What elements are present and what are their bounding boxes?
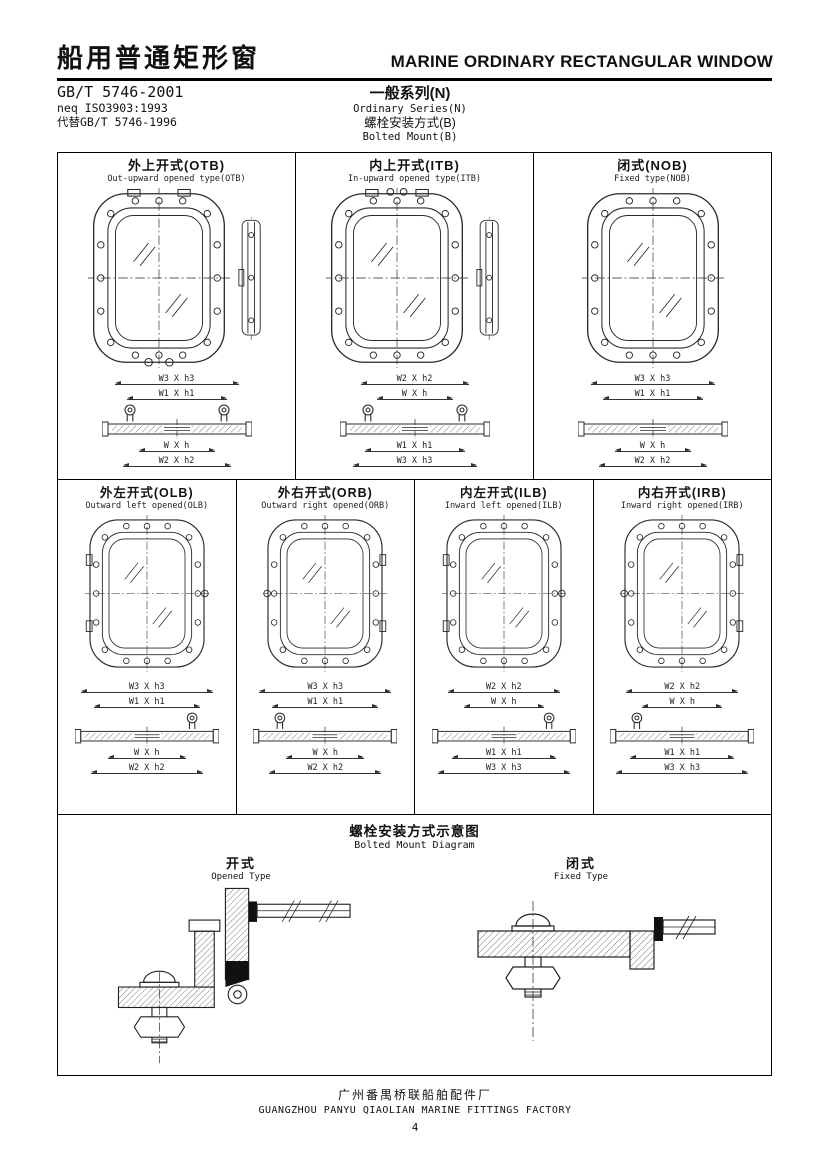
- cell-itb: 内上开式(ITB) In-upward opened type(ITB) W2 …: [296, 153, 534, 479]
- opened-type-caption-zh: 开式: [225, 856, 256, 871]
- mount-type-zh: 螺栓安装方式(B): [364, 116, 456, 130]
- nob-dim-w1h1: W1 X h1: [602, 388, 703, 402]
- factory-name-en: GUANGZHOU PANYU QIAOLIAN MARINE FITTINGS…: [258, 1105, 572, 1116]
- page-title-en: MARINE ORDINARY RECTANGULAR WINDOW: [390, 52, 773, 71]
- drawing-row-1: 外上开式(OTB) Out-upward opened type(OTB) W3…: [58, 153, 771, 480]
- opened-type-figure: [117, 887, 351, 1064]
- fixed-type-figure: [477, 901, 716, 1041]
- footer: 广州番禺桥联船舶配件厂 GUANGZHOU PANYU QIAOLIAN MAR…: [0, 1086, 830, 1134]
- cell-orb: 外右开式(ORB) Outward right opened(ORB) W3 X…: [237, 480, 415, 814]
- fixed-type-caption-zh: 闭式: [565, 856, 596, 871]
- nob-section-view: [577, 418, 728, 439]
- itb-dim-w3h3: W3 X h3: [352, 455, 477, 469]
- olb-dim-wh: W X h: [107, 747, 186, 761]
- irb-section-view: [610, 712, 755, 746]
- cell-olb: 外左开式(OLB) Outward left opened(OLB) W3 X …: [58, 480, 237, 814]
- fixed-type-caption-en: Fixed Type: [553, 872, 609, 882]
- bolted-mount-section: 螺栓安装方式示意图 Bolted Mount Diagram 开式 Opened…: [58, 815, 771, 1075]
- itb-front-view: [325, 188, 468, 368]
- cell-nob: 闭式(NOB) Fixed type(NOB) W3 X h3 W1 X h1 …: [534, 153, 771, 479]
- ilb-dim-w3h3: W3 X h3: [437, 762, 570, 776]
- ilb-dim-wh: W X h: [463, 696, 544, 710]
- cell-otb: 外上开式(OTB) Out-upward opened type(OTB) W3…: [58, 153, 296, 479]
- opened-type-caption: 开式 Opened Type: [146, 853, 336, 882]
- orb-section-view: [253, 712, 398, 746]
- irb-dim-w1h1: W1 X h1: [630, 747, 735, 761]
- otb-front-view: [87, 188, 230, 368]
- bolted-mount-title-zh: 螺栓安装方式示意图: [349, 824, 480, 839]
- irb-front-view: [620, 515, 745, 672]
- page-number: 4: [411, 1121, 419, 1134]
- cell-olb-title-en: Outward left opened(OLB): [85, 501, 209, 511]
- series-name-en: Ordinary Series(N): [353, 103, 467, 115]
- cell-nob-title-en: Fixed type(NOB): [614, 174, 691, 184]
- otb-dim-w2h2: W2 X h2: [122, 455, 231, 469]
- orb-front-view: [263, 515, 388, 672]
- opened-type-caption-en: Opened Type: [211, 872, 271, 882]
- cell-otb-title-zh: 外上开式(OTB): [127, 158, 226, 173]
- cell-itb-title-zh: 内上开式(ITB): [369, 158, 460, 173]
- ilb-section-view: [431, 712, 576, 746]
- cell-nob-title-zh: 闭式(NOB): [617, 158, 688, 173]
- cell-irb: 内右开式(IRB) Inward right opened(IRB) W2 X …: [594, 480, 772, 814]
- itb-dim-w1h1: W1 X h1: [364, 440, 465, 454]
- cell-ilb-title-zh: 内左开式(ILB): [460, 486, 548, 500]
- cell-ilb-title-en: Inward left opened(ILB): [444, 501, 563, 511]
- standards-block: GB/T 5746-2001 neq ISO3903:1993 代替GB/T 5…: [57, 83, 184, 130]
- olb-dim-w1h1: W1 X h1: [93, 696, 200, 710]
- fixed-type-caption: 闭式 Fixed Type: [486, 853, 676, 882]
- nob-front-view: [581, 188, 724, 368]
- nob-dim-wh: W X h: [614, 440, 691, 454]
- orb-dim-w1h1: W1 X h1: [272, 696, 379, 710]
- ilb-dim-w1h1: W1 X h1: [451, 747, 556, 761]
- ilb-dim-w2h2: W2 X h2: [447, 681, 560, 695]
- standard-replaces: 代替GB/T 5746-1996: [57, 115, 177, 129]
- ilb-front-view: [441, 515, 566, 672]
- otb-dim-w3h3: W3 X h3: [114, 373, 239, 387]
- cell-olb-title-zh: 外左开式(OLB): [99, 486, 194, 500]
- itb-dim-w2h2: W2 X h2: [360, 373, 469, 387]
- nob-dim-w3h3: W3 X h3: [590, 373, 715, 387]
- drawing-sheet: 外上开式(OTB) Out-upward opened type(OTB) W3…: [57, 152, 772, 1076]
- olb-dim-w3h3: W3 X h3: [80, 681, 213, 695]
- standard-neq: neq ISO3903:1993: [57, 101, 168, 115]
- cell-orb-title-en: Outward right opened(ORB): [261, 501, 390, 511]
- otb-side-section-view: [237, 216, 261, 340]
- otb-dim-wh: W X h: [138, 440, 215, 454]
- series-block: 一般系列(N) Ordinary Series(N) 螺栓安装方式(B) Bol…: [290, 85, 530, 144]
- irb-dim-wh: W X h: [642, 696, 723, 710]
- page-title-zh: 船用普通矩形窗: [57, 43, 261, 73]
- drawing-row-2: 外左开式(OLB) Outward left opened(OLB) W3 X …: [58, 480, 771, 815]
- irb-dim-w2h2: W2 X h2: [626, 681, 739, 695]
- bolted-mount-title-en: Bolted Mount Diagram: [354, 840, 475, 851]
- factory-name-zh: 广州番禺桥联船舶配件厂: [337, 1088, 492, 1102]
- otb-section-view: [101, 404, 252, 439]
- orb-dim-w2h2: W2 X h2: [269, 762, 382, 776]
- orb-dim-wh: W X h: [286, 747, 365, 761]
- itb-section-view: [339, 404, 490, 439]
- standard-number: GB/T 5746-2001: [57, 83, 184, 101]
- cell-itb-title-en: In-upward opened type(ITB): [347, 174, 482, 184]
- orb-dim-w3h3: W3 X h3: [259, 681, 392, 695]
- cell-irb-title-en: Inward right opened(IRB): [620, 501, 744, 511]
- irb-dim-w3h3: W3 X h3: [616, 762, 749, 776]
- olb-section-view: [74, 712, 219, 746]
- cell-otb-title-en: Out-upward opened type(OTB): [107, 174, 246, 184]
- cell-ilb: 内左开式(ILB) Inward left opened(ILB) W2 X h…: [415, 480, 594, 814]
- otb-dim-w1h1: W1 X h1: [126, 388, 227, 402]
- cell-irb-title-zh: 内右开式(IRB): [637, 486, 727, 500]
- mount-type-en: Bolted Mount(B): [362, 131, 458, 143]
- olb-dim-w2h2: W2 X h2: [90, 762, 203, 776]
- olb-front-view: [84, 515, 209, 672]
- itb-side-section-view: [475, 216, 499, 340]
- itb-dim-wh: W X h: [376, 388, 453, 402]
- cell-orb-title-zh: 外右开式(ORB): [277, 486, 373, 500]
- header-rule: [57, 78, 772, 81]
- series-name-zh: 一般系列(N): [369, 85, 451, 102]
- nob-dim-w2h2: W2 X h2: [598, 455, 707, 469]
